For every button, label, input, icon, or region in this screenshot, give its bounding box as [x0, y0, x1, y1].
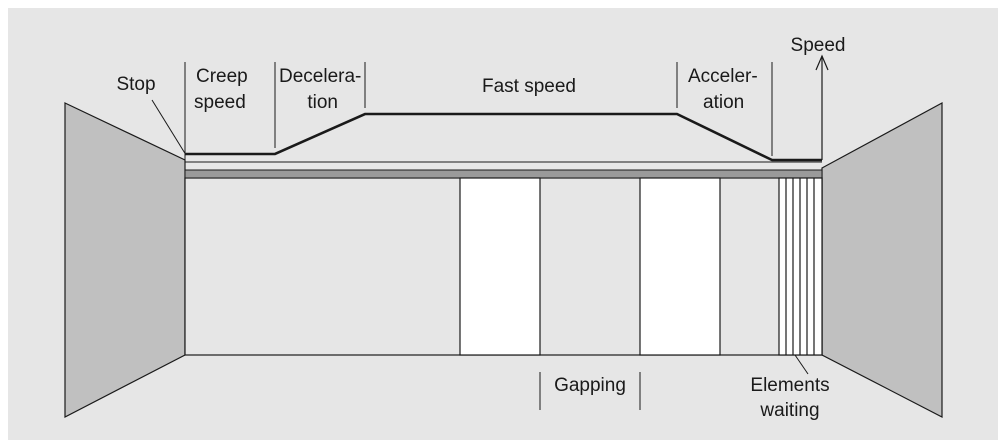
label-stop: Stop — [116, 74, 155, 95]
label-waiting-line2: waiting — [759, 400, 819, 421]
speed-axis-arrowhead — [815, 54, 829, 71]
label-fast-speed: Fast speed — [482, 76, 576, 97]
label-creep-line2: speed — [194, 92, 246, 113]
waiting-elements — [778, 177, 823, 356]
label-accel-line2: ation — [703, 92, 744, 113]
label-creep-line1: Creep — [196, 66, 248, 87]
stop-leader-line — [151, 99, 187, 156]
label-decel-line1: Decelera- — [279, 66, 361, 87]
conveyor-top-rail — [184, 169, 823, 179]
speed-profile-line — [185, 112, 822, 162]
label-gapping: Gapping — [554, 375, 626, 396]
waiting-leader-line — [794, 354, 809, 375]
label-decel-line2: tion — [307, 92, 338, 113]
label-speed: Speed — [791, 35, 846, 56]
moving-element-1 — [459, 177, 541, 356]
label-waiting-line1: Elements — [750, 375, 829, 396]
label-accel-line1: Acceler- — [688, 66, 758, 87]
moving-element-2 — [639, 177, 721, 356]
